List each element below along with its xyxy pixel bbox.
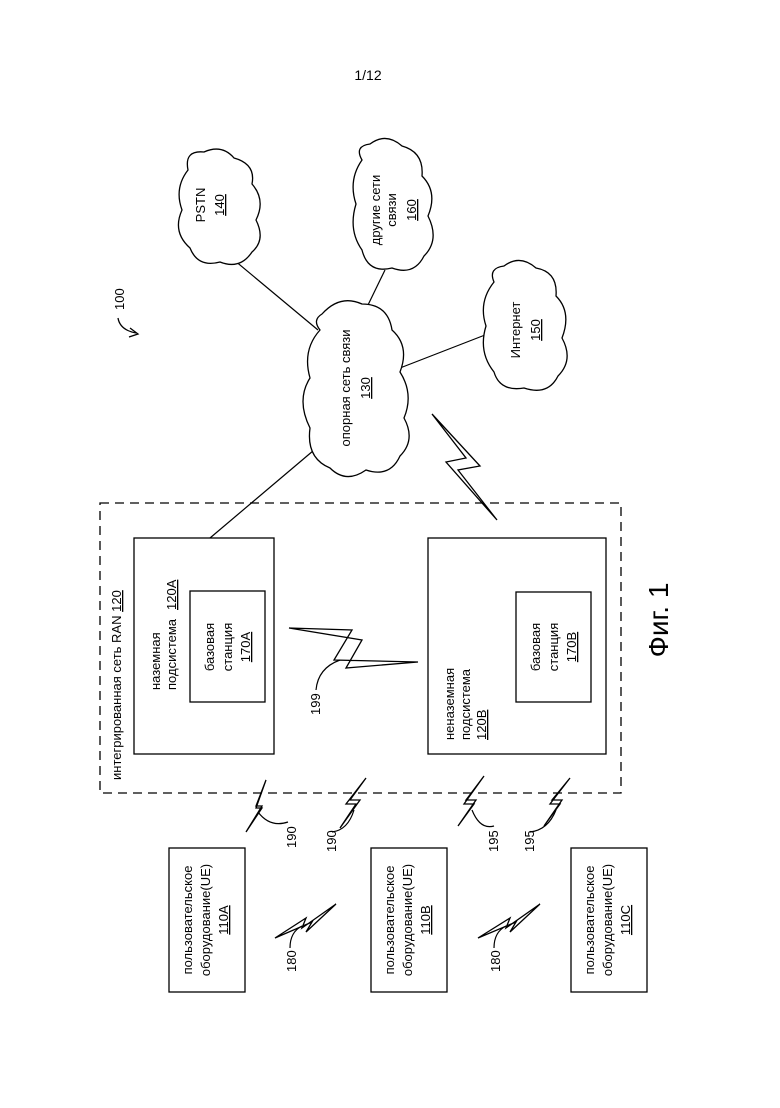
ue-a-ref: 110A [216, 905, 231, 935]
sidelink-180b-lightning [478, 904, 540, 938]
ue-a-line1: пользовательское [180, 866, 195, 975]
link-190a-label: 190 [284, 826, 299, 848]
link-195a-lightning [458, 776, 484, 826]
non-terrestrial-subsystem-line1: неназемная [442, 668, 457, 740]
system-ref: 100 [112, 288, 127, 310]
page-number: 1/12 [354, 67, 381, 83]
ue-a-line2: оборудование(UE) [198, 864, 213, 976]
core-network-label: опорная сеть связи [338, 330, 353, 447]
link-199-leader [316, 660, 340, 690]
other-networks-line2: связи [384, 193, 399, 227]
ue-c-line1: пользовательское [582, 866, 597, 975]
other-networks-ref: 160 [404, 199, 419, 221]
base-station-b-line2: станция [546, 623, 561, 671]
link-195a-leader [472, 810, 494, 827]
link-199-lightning [289, 628, 418, 668]
internet-ref: 150 [528, 319, 543, 341]
integrated-ran-label: интегрированная сеть RAN 120 [109, 590, 124, 780]
ue-b-ref: 110B [418, 905, 433, 934]
core-to-other-line [368, 270, 385, 305]
terrestrial-subsystem-line2: подсистема [164, 618, 179, 690]
ue-c-ref: 110C [618, 905, 633, 935]
pstn-label: PSTN [193, 188, 208, 223]
satellite-link-lightning [432, 414, 497, 520]
figure-caption: Фиг. 1 [643, 583, 674, 658]
link-199-label: 199 [308, 693, 323, 715]
link-190b-lightning [340, 778, 366, 828]
non-terrestrial-subsystem-ref: 120B [474, 710, 489, 740]
internet-cloud [483, 260, 567, 390]
terrestrial-subsystem-ref: 120A [164, 579, 179, 610]
core-network-cloud [303, 301, 409, 477]
link-190a-lightning [246, 780, 266, 832]
link-195a-label: 195 [486, 830, 501, 852]
terrestrial-subsystem-line1: наземная [148, 632, 163, 690]
base-station-a-ref: 170A [238, 631, 253, 662]
link-190a-leader [258, 812, 288, 824]
sidelink-180a-lightning [275, 904, 336, 938]
link-195b-lightning [544, 778, 570, 826]
ue-b-line1: пользовательское [382, 866, 397, 975]
internet-label: Интернет [508, 302, 523, 359]
base-station-a-line1: базовая [202, 623, 217, 671]
sidelink-180a-label: 180 [284, 950, 299, 972]
sidelink-180b-label: 180 [488, 950, 503, 972]
core-network-ref: 130 [358, 377, 373, 399]
ran-to-core-line [210, 445, 320, 538]
base-station-b-line1: базовая [528, 623, 543, 671]
base-station-b-ref: 170B [564, 632, 579, 662]
core-to-internet-line [400, 335, 485, 368]
non-terrestrial-subsystem-line2: подсистема [458, 668, 473, 740]
link-190b-label: 190 [324, 830, 339, 852]
ue-c-line2: оборудование(UE) [600, 864, 615, 976]
base-station-a-line2: станция [220, 623, 235, 671]
link-195b-label: 195 [522, 830, 537, 852]
other-networks-line1: другие сети [368, 175, 383, 246]
ue-b-line2: оборудование(UE) [400, 864, 415, 976]
pstn-ref: 140 [212, 194, 227, 216]
